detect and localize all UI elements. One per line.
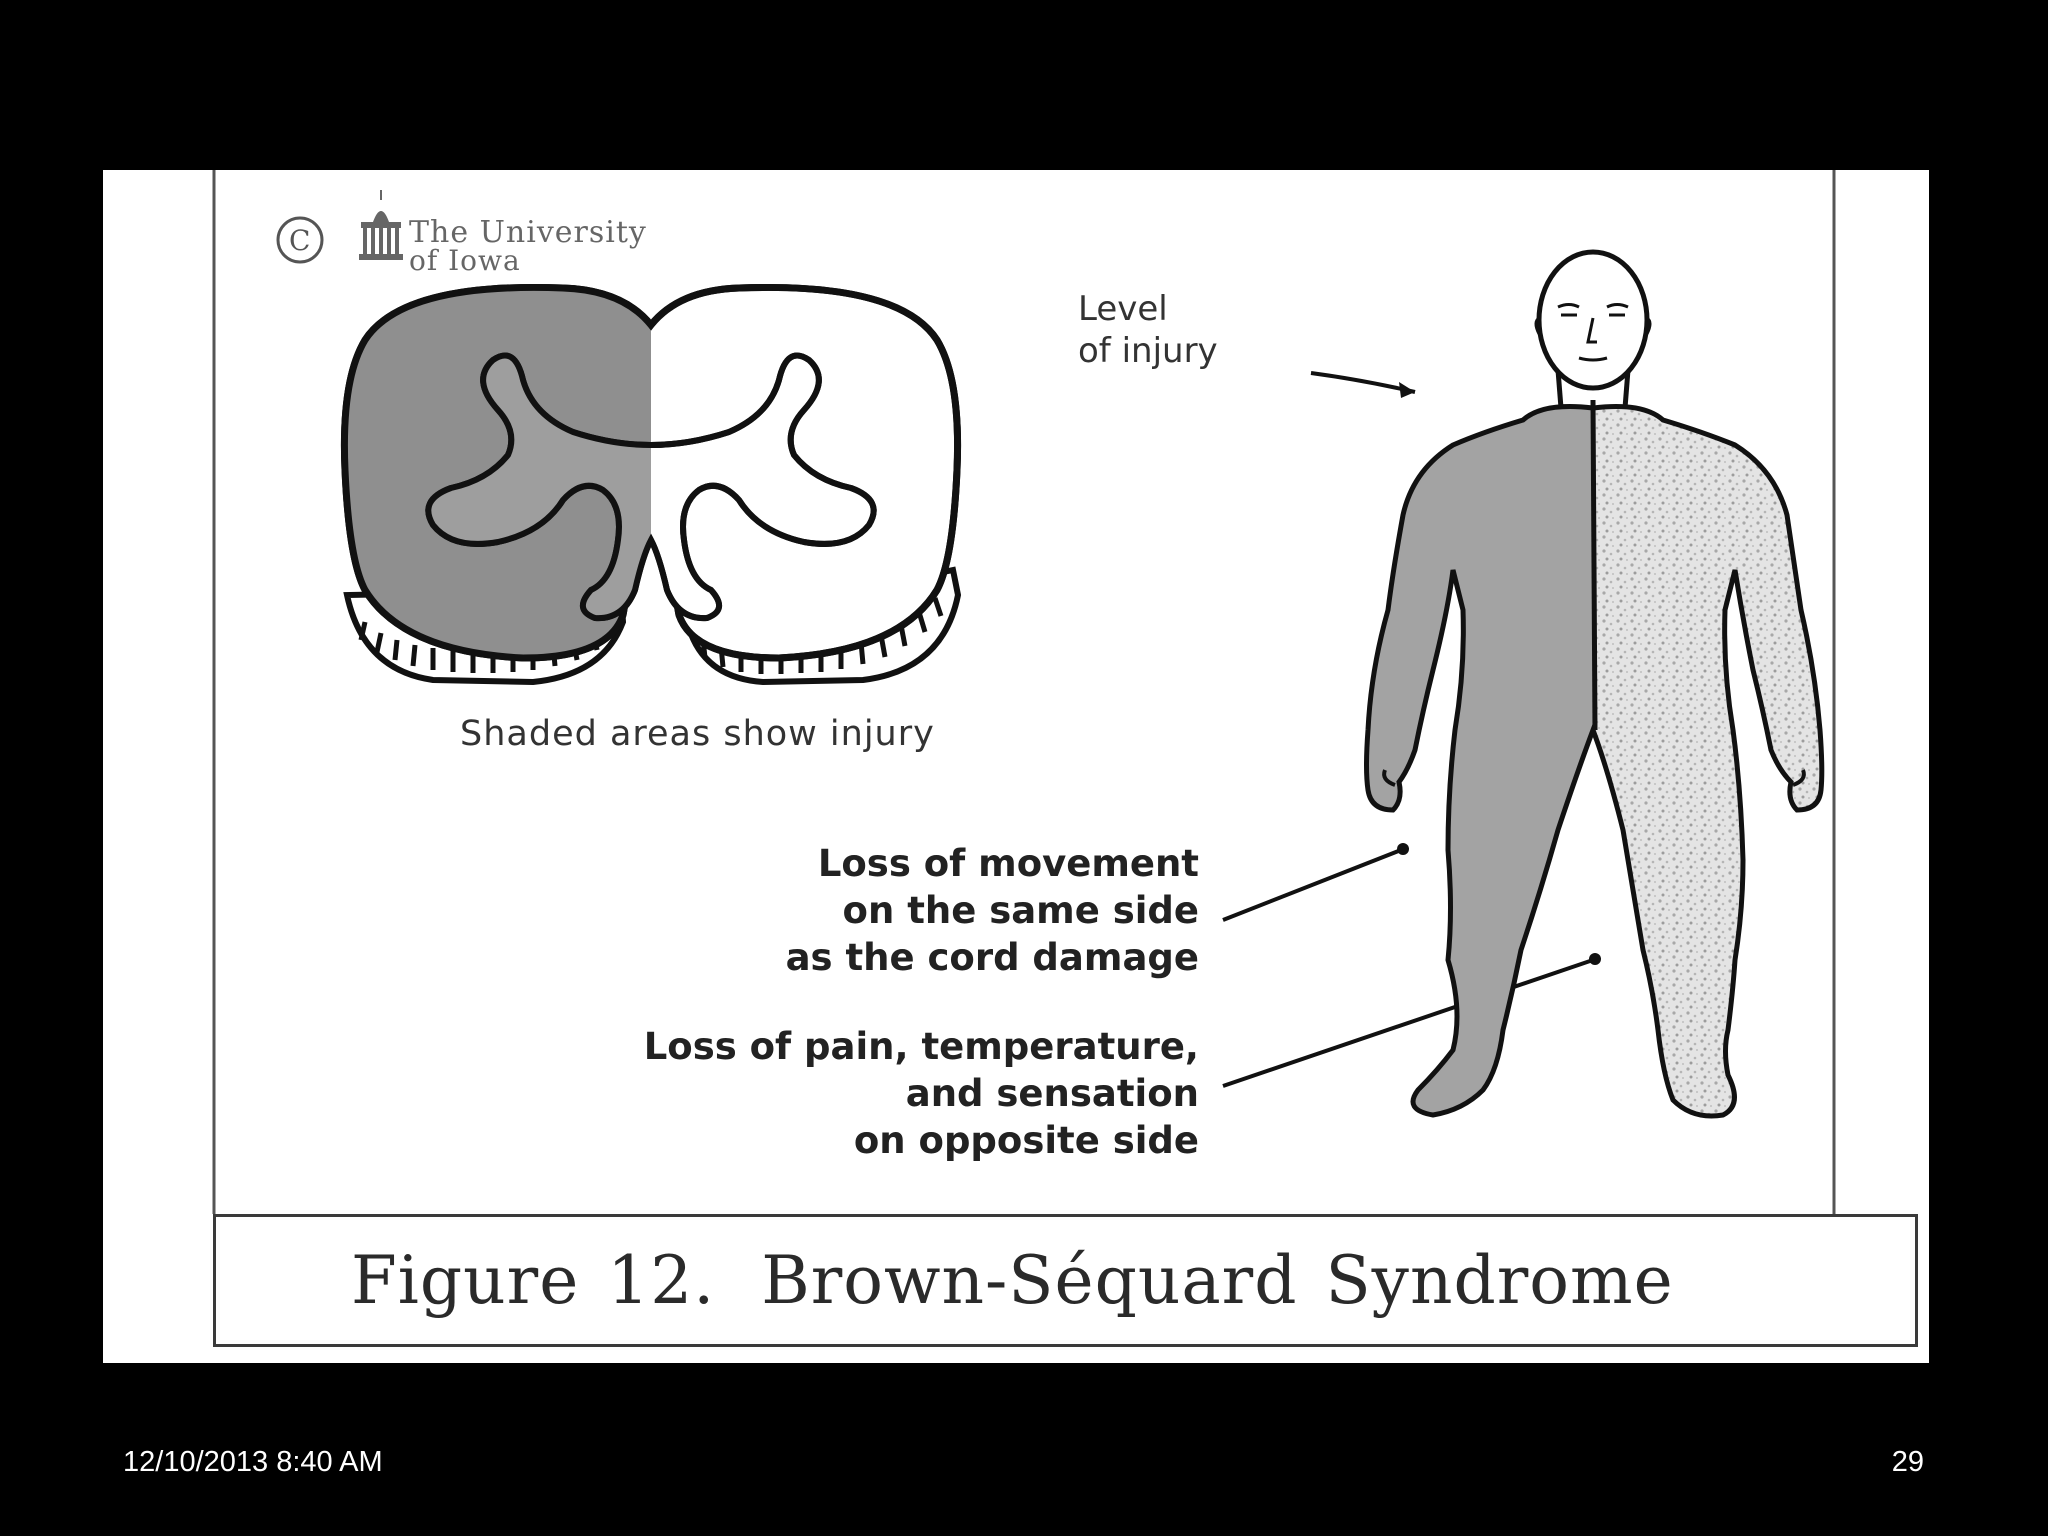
pain-line3: on opposite side [854,1119,1199,1162]
gray-matter-injured-shading [428,355,651,619]
pain-pointer-line [1222,958,1594,1088]
copyright-letter: C [289,224,310,257]
figure-title: Brown-Séquard Syndrome [761,1242,1674,1319]
figure-caption: Figure 12. Brown-Séquard Syndrome [216,1217,1915,1344]
old-capitol-icon [359,190,403,260]
body-motor-loss-shading [1366,406,1593,1115]
human-figure [1364,249,1825,1119]
slide-page-number: 29 [1891,1446,1924,1478]
movement-line1: Loss of movement [818,842,1199,885]
movement-pointer-line [1222,848,1402,922]
pain-line1: Loss of pain, temperature, [644,1025,1199,1068]
figure-panel: C The University of Iowa [103,170,1929,1363]
movement-line3: as the cord damage [786,936,1199,979]
face [1534,303,1652,362]
pain-line2: and sensation [906,1072,1199,1115]
movement-line2: on the same side [843,889,1199,932]
level-label-line2: of injury [1078,331,1218,371]
cord-caption: Shaded areas show injury [460,714,935,754]
figure-number: Figure 12. [351,1242,716,1319]
logo-line2: of Iowa [409,244,521,277]
body-sensory-loss-stipple [1593,406,1822,1116]
level-label-line1: Level [1078,289,1168,329]
university-logo: C The University of Iowa [276,190,647,277]
logo-line1: The University [409,215,647,250]
figure-caption-box: Figure 12. Brown-Séquard Syndrome [213,1214,1918,1347]
diagram: C The University of Iowa [212,170,1836,1214]
spinal-cord-cross-section [340,283,962,686]
body-midline [1590,399,1598,731]
slide-date: 12/10/2013 8:40 AM [123,1446,383,1478]
copyright-circle [276,216,324,264]
